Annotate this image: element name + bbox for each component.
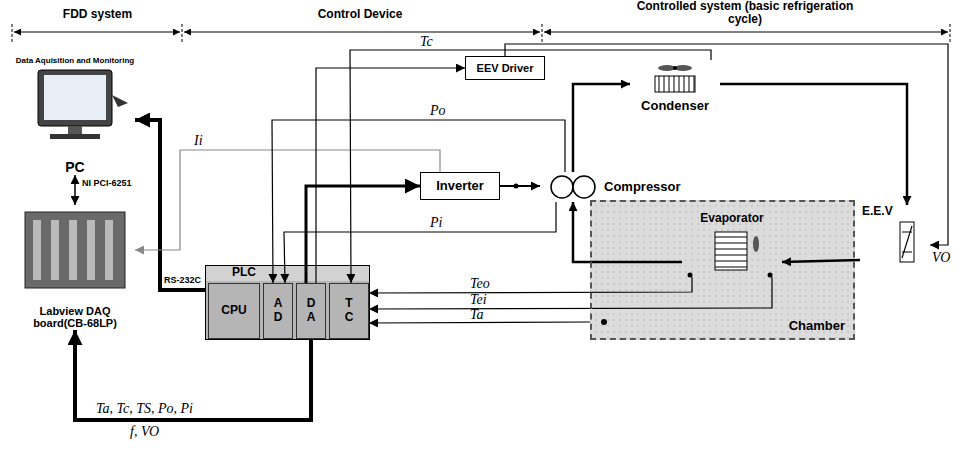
node-label: CPU [221,304,246,318]
node-label: Compressor [604,180,681,195]
connector [306,186,420,283]
connector [74,175,76,205]
chamber-fill [590,200,855,340]
signal-name: NI PCI-6251 [82,179,132,189]
inverter-box: Inverter [420,172,500,200]
node-label: Condenser [641,99,709,114]
signal-name: Pi [430,215,442,230]
compressor: Compressor [540,172,700,202]
eev-valve [900,222,914,262]
signal-name: Teo [470,276,490,291]
signal-name: Ta [470,307,484,322]
plc-module: T C [329,283,369,339]
node-label: A D [273,297,284,325]
node-label: T C [344,297,355,325]
connector [505,44,948,245]
evaporator-coil [715,232,759,270]
monitor-caption: Data Aquisition and Monitoring [15,57,135,66]
plc-band-fill [205,265,370,281]
connector [369,322,590,323]
signal-name: f, VO [130,424,159,439]
signal-name: Tc [420,34,433,49]
connector [75,330,311,420]
plc-module: A D [263,283,293,339]
expansion-valve: E.E.V [860,205,930,270]
connector [135,150,440,250]
node-label: Evaporator [700,212,763,226]
plc-module: D A [296,283,326,339]
condenser-coil [655,76,695,92]
pc-icon: PC [15,55,135,175]
driver-box: EEV Driver [465,56,545,80]
connector [135,120,205,290]
node-label: D A [306,297,317,325]
connector [284,202,556,283]
node-label: PC [65,159,84,175]
daq-board: Labview DAQ board(CB-68LP) [15,205,135,330]
signal-name: Ii [194,133,203,148]
connector [500,185,540,187]
connector [369,277,772,309]
node-label: Labview DAQ board(CB-68LP) [15,305,135,330]
daq-board [25,212,125,288]
signal-name: Po [430,103,446,118]
signal-name: RS-232C [164,276,201,286]
node-label: PLC [232,266,256,280]
signal-name: Ta, Tc, TS, Po, Pi [96,401,193,416]
plc-module: CPU [208,283,260,339]
connector [350,50,711,283]
connector [369,277,692,293]
connector [782,260,860,262]
section-title: Controlled system (basic refrigeration c… [630,0,860,26]
chamber-region: Chamber Evaporator [590,200,855,340]
connector [573,84,630,172]
section-title: FDD system [20,8,175,21]
connector [272,120,565,283]
evaporator: Evaporator [682,212,782,277]
pc-monitor [38,70,128,139]
plc-box: PLC CPU A D D A T C [205,265,370,340]
connector [720,84,907,205]
condenser: Condenser [630,60,720,114]
plc-fill [205,265,370,340]
node-label: Chamber [789,319,845,334]
signal-name: Tei [470,292,487,307]
signal-name: VO [932,250,950,265]
condenser-fan [658,65,692,71]
compressor-symbol [551,176,595,198]
section-brackets [12,24,950,44]
sensor-dots [601,273,773,326]
node-label: E.E.V [862,205,893,219]
section-title: Control Device [260,8,460,21]
node-label: EEV Driver [477,62,534,75]
node-label: Inverter [436,179,484,194]
